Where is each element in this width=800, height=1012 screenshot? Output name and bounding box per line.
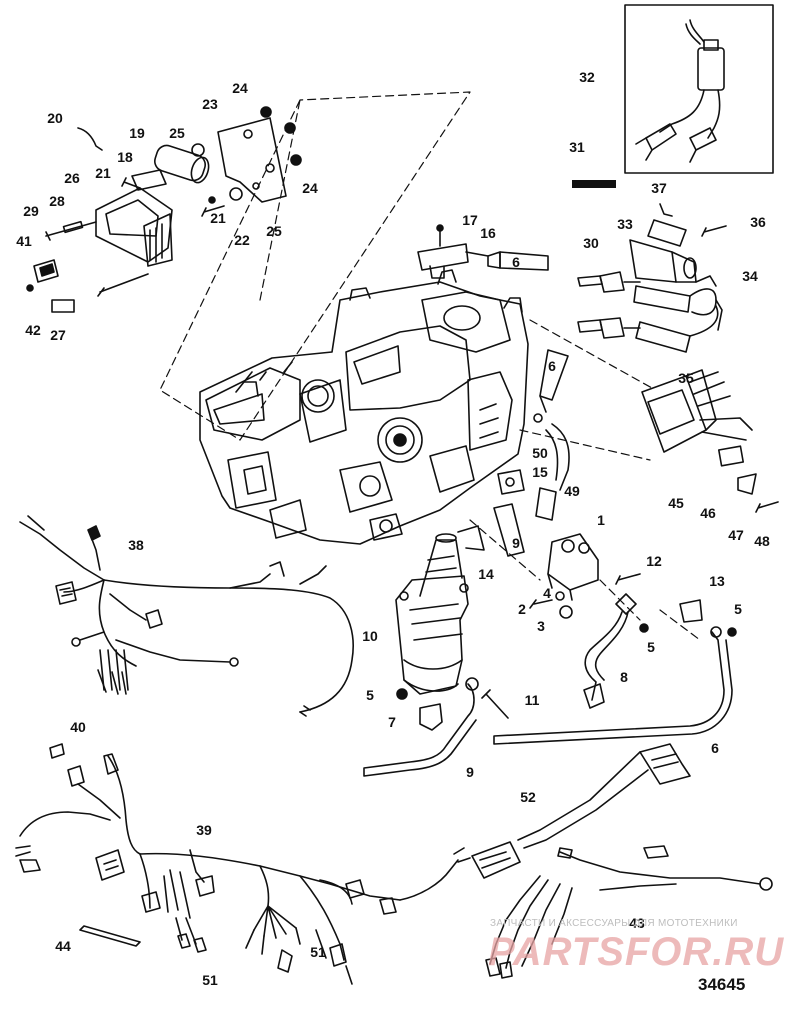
callout-16: 16	[480, 225, 496, 241]
callout-28: 28	[49, 193, 65, 209]
callout-34: 34	[742, 268, 758, 284]
callout-45: 45	[668, 495, 684, 511]
callout-43: 43	[629, 915, 645, 931]
callout-38: 38	[128, 537, 144, 553]
callout-32: 32	[579, 69, 595, 85]
watermark-caption: ЗАПЧАСТИ И АКСЕССУАРЫ ДЛЯ МОТОТЕХНИКИ	[490, 918, 738, 929]
callout-6: 6	[548, 358, 556, 374]
decal-31	[572, 180, 616, 188]
callout-5: 5	[734, 601, 742, 617]
ignition-group	[577, 203, 727, 353]
reference-number: 34645	[698, 975, 746, 994]
starter-group	[363, 533, 737, 777]
callout-4: 4	[543, 585, 551, 601]
callout-21: 21	[210, 210, 226, 226]
engine-block	[199, 269, 529, 545]
callout-51: 51	[202, 972, 218, 988]
callout-40: 40	[70, 719, 86, 735]
callout-24: 24	[302, 180, 318, 196]
callout-27: 27	[50, 327, 66, 343]
callout-50: 50	[532, 445, 548, 461]
callout-41: 41	[16, 233, 32, 249]
callout-2: 2	[518, 601, 526, 617]
callout-52: 52	[520, 789, 536, 805]
callout-37: 37	[651, 180, 667, 196]
callout-30: 30	[583, 235, 599, 251]
ignition-coil-inset	[624, 4, 774, 174]
callout-7: 7	[388, 714, 396, 730]
callout-14: 14	[478, 566, 494, 582]
callout-5: 5	[647, 639, 655, 655]
callout-51: 51	[310, 944, 326, 960]
dashed-leader-lines	[469, 319, 701, 641]
callout-9: 9	[466, 764, 474, 780]
callout-47: 47	[728, 527, 744, 543]
callout-18: 18	[117, 149, 133, 165]
bracket-group	[26, 106, 302, 313]
leads-43	[485, 845, 773, 979]
harness-38	[19, 515, 354, 717]
callout-3: 3	[537, 618, 545, 634]
callout-11: 11	[524, 692, 540, 708]
cable-52	[471, 743, 691, 879]
callout-22: 22	[234, 232, 250, 248]
callout-42: 42	[25, 322, 41, 338]
callout-9: 9	[512, 535, 520, 551]
callout-33: 33	[617, 216, 633, 232]
callout-39: 39	[196, 822, 212, 838]
module-45	[641, 369, 779, 513]
callout-36: 36	[750, 214, 766, 230]
callout-12: 12	[646, 553, 662, 569]
callout-29: 29	[23, 203, 39, 219]
callout-46: 46	[700, 505, 716, 521]
callout-10: 10	[362, 628, 378, 644]
callout-25: 25	[169, 125, 185, 141]
callout-25: 25	[266, 223, 282, 239]
callout-49: 49	[564, 483, 580, 499]
temp-sensor-group	[417, 224, 549, 279]
dashed-assembly-outline	[159, 91, 471, 441]
callout-21: 21	[95, 165, 111, 181]
callout-8: 8	[620, 669, 628, 685]
callout-13: 13	[709, 573, 725, 589]
callout-15: 15	[532, 464, 548, 480]
callout-48: 48	[754, 533, 770, 549]
callout-6: 6	[512, 254, 520, 270]
callout-23: 23	[202, 96, 218, 112]
callout-44: 44	[55, 938, 71, 954]
callout-17: 17	[462, 212, 478, 228]
callout-6: 6	[711, 740, 719, 756]
callout-5: 5	[366, 687, 374, 703]
harness-39	[15, 743, 471, 985]
callout-31: 31	[569, 139, 585, 155]
callout-26: 26	[64, 170, 80, 186]
callout-24: 24	[232, 80, 248, 96]
middle-right-parts	[457, 349, 570, 557]
callout-35: 35	[678, 370, 694, 386]
callout-19: 19	[129, 125, 145, 141]
watermark-logo: PARTSFOR.RU	[488, 930, 785, 974]
callout-1: 1	[597, 512, 605, 528]
callout-20: 20	[47, 110, 63, 126]
